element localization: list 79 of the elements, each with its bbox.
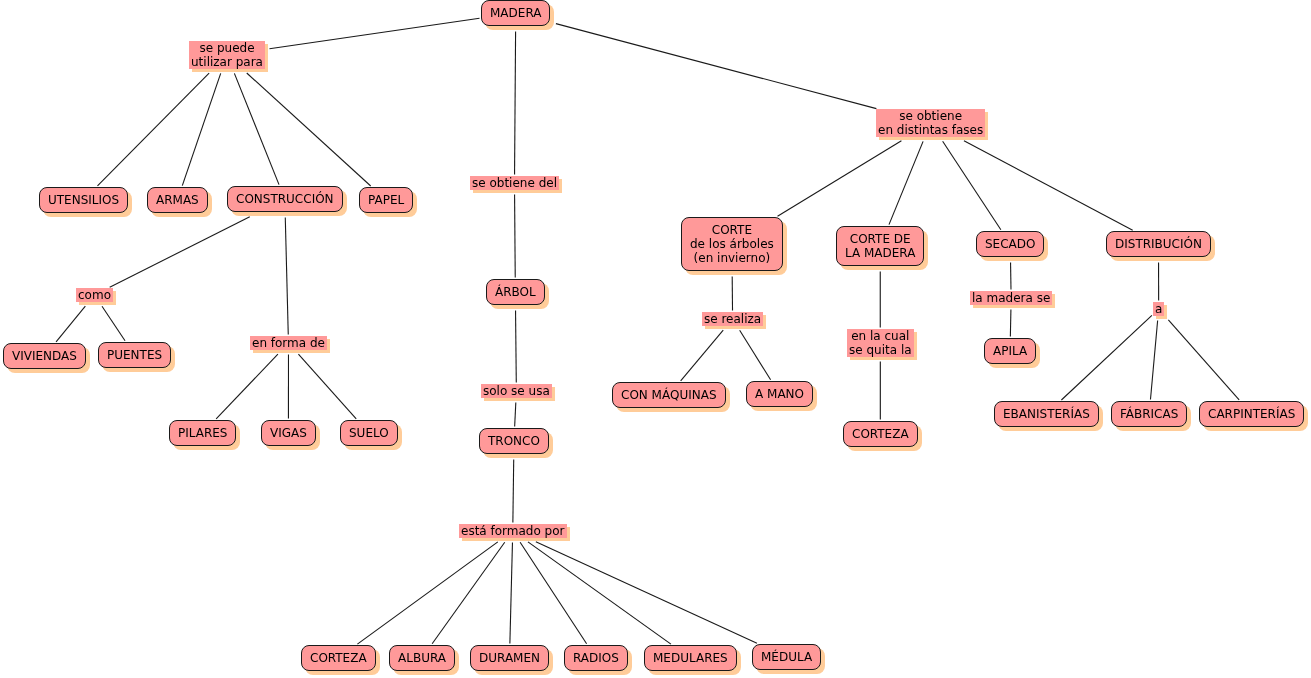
connector-line [555,23,877,110]
concept-label: TRONCO [488,434,540,448]
connector-line [431,541,506,645]
concept-label: CARPINTERÍAS [1208,407,1296,421]
connector-line [1158,261,1160,302]
concept-label: APILA [993,344,1028,358]
connector-line [963,140,1134,231]
linking-phrase: se puede utilizar para [191,41,263,69]
connector-line [514,193,516,279]
connector-line [297,353,357,420]
linking-phrase: en forma de [252,336,325,350]
linking-phrase: como [78,288,111,302]
connector-line [515,309,517,384]
concept-label: SECADO [985,237,1036,251]
connector-line [1149,319,1159,401]
linking-phrase: se realiza [704,312,762,326]
connector-line [1009,308,1012,338]
connector-line [514,30,517,176]
connector-line [55,305,86,343]
linking-phrase: se obtiene del [472,176,557,190]
concept-label: MADERA [490,6,542,20]
connector-line [96,72,210,187]
concept-label: RADIOS [573,651,619,665]
concept-label: VIGAS [270,426,307,440]
connector-line [109,216,251,288]
connector-line [1010,261,1012,291]
linking-phrase: la madera se [972,291,1051,305]
connector-line [514,401,517,428]
connector-line [519,541,588,645]
concept-label: PUENTES [107,348,163,362]
concept-label: CONSTRUCCIÓN [236,192,334,206]
concept-label: VIVIENDAS [12,349,77,363]
concept-label: EBANISTERÍAS [1003,407,1090,421]
concept-label: A MANO [755,387,804,401]
concept-label: SUELO [349,426,389,440]
connector-line [287,353,290,420]
connector-line [233,72,280,186]
connector-line [268,17,481,50]
concept-label: UTENSILIOS [48,193,120,207]
concept-label: PAPEL [368,193,405,207]
linking-phrase: en la cual se quita la [849,329,912,357]
connector-line [215,353,279,420]
concept-label: MEDULARES [653,651,728,665]
linking-phrase: a [1155,302,1163,316]
connector-line [512,458,515,524]
concept-label: CON MÁQUINAS [621,388,717,402]
concept-label: CORTE de los árboles (en invierno) [690,223,774,265]
connector-line [731,275,734,312]
connector-line [879,270,881,329]
concept-label: ARMAS [156,193,199,207]
concept-label: CORTEZA [852,427,909,441]
concept-label: CORTEZA [310,651,367,665]
connector-line [101,305,126,342]
connector-line [1167,319,1240,401]
concept-label: ALBURA [398,651,446,665]
connector-line [739,329,772,381]
connector-line [879,360,881,421]
connector-line [356,541,499,645]
linking-phrase: se obtiene en distintas fases [878,109,984,137]
concept-label: CORTE DE LA MADERA [845,232,916,260]
connector-line [776,140,902,217]
concept-label: FÁBRICAS [1120,407,1179,421]
concept-label: MÉDULA [761,650,813,664]
connector-line [680,329,724,382]
concept-label: PILARES [178,426,228,440]
connector-line [509,541,513,645]
linking-phrase: está formado por [461,524,565,538]
concept-label: DISTRIBUCIÓN [1115,237,1202,251]
connector-line [527,541,672,645]
connector-line [888,140,924,226]
concept-label: ÁRBOL [495,285,536,299]
connector-line [942,140,1002,231]
connector-line [181,72,222,187]
concept-label: DURAMEN [479,651,540,665]
connector-line [246,72,372,187]
connector-line [284,216,289,336]
linking-phrase: solo se usa [483,384,550,398]
connector-line [1060,314,1153,401]
connector-line [535,541,758,644]
